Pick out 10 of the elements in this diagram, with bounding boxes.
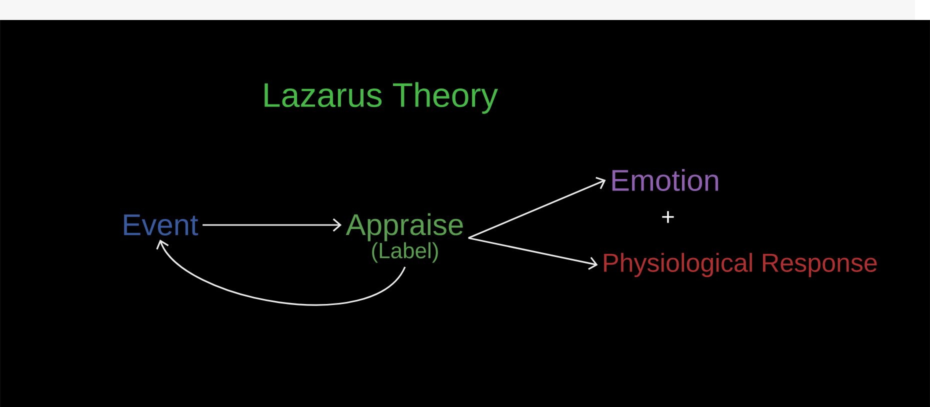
title: Lazarus Theory (264, 82, 498, 114)
arrow (202, 218, 342, 232)
arrow (468, 176, 606, 239)
node-text: Emotion (612, 168, 718, 191)
node-text: Appraise (Label) (346, 213, 463, 263)
plus-sign: + (662, 211, 674, 223)
node-text: Physiological Response (604, 252, 877, 278)
node-text: Event (124, 214, 198, 236)
arrow (156, 240, 406, 306)
arrow (468, 237, 598, 270)
